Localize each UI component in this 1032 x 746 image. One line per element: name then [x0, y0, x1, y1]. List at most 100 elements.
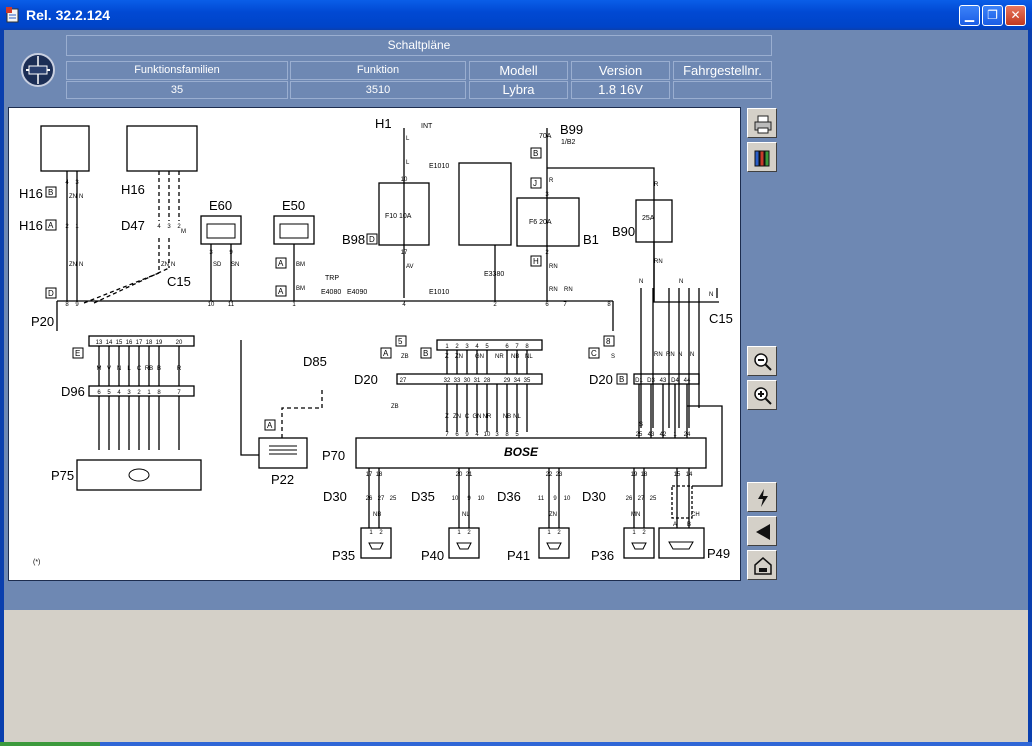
zoom-in-icon: [754, 387, 772, 405]
label-p36: P36: [591, 548, 614, 563]
pin-d96-top-6: 18: [146, 340, 153, 346]
label-d30-right: D30: [582, 489, 606, 504]
label-d96: D96: [61, 384, 85, 399]
wire-d96-7: B: [157, 366, 161, 372]
pin-d20-mid-4: 30: [464, 378, 471, 384]
wire-d96-8: R: [177, 366, 182, 372]
maximize-button[interactable]: ❐: [982, 5, 1003, 26]
label-d85: D85: [303, 354, 327, 369]
connector-b-b99: B: [533, 149, 538, 158]
window-title: Rel. 32.2.124: [26, 7, 111, 23]
wire-r-1: R: [549, 178, 554, 184]
pin-d96-mid-8: 7: [177, 390, 181, 396]
column-label-vin: Fahrgestellnr.: [673, 61, 772, 80]
column-label-families: Funktionsfamilien: [66, 61, 288, 80]
label-p75: P75: [51, 468, 74, 483]
label-e1010-b: E1010: [429, 289, 449, 296]
title-bar[interactable]: Rel. 32.2.124 ▁ ❐ ✕: [0, 0, 1032, 30]
pin-d20-mid-7: 29: [504, 378, 511, 384]
pin-p20-7: 2: [493, 302, 497, 308]
close-button[interactable]: ✕: [1005, 5, 1026, 26]
connector-a-e50-1: A: [278, 259, 284, 268]
zoom-in-button[interactable]: [747, 380, 777, 410]
connector-d-b98: D: [369, 235, 375, 244]
pin-d20-top-1: 1: [445, 344, 449, 350]
label-e60: E60: [209, 198, 232, 213]
pin-p70-6: 3: [495, 432, 499, 438]
back-arrow-icon: [756, 524, 770, 540]
connector-8: 8: [606, 337, 611, 346]
pin-d36-1: 11: [538, 496, 545, 502]
electrical-button[interactable]: [747, 482, 777, 512]
pin-d20-top-6: 6: [505, 344, 509, 350]
zoom-out-button[interactable]: [747, 346, 777, 376]
wire-av: AV: [406, 264, 414, 270]
wire-rn-1: RN: [549, 264, 558, 270]
pin-d20-top-2: 2: [455, 344, 459, 350]
wire-n-5: N: [679, 279, 683, 285]
wire-s-1: S: [611, 354, 615, 360]
label-d35: D35: [411, 489, 435, 504]
label-h16-low: H16: [19, 218, 43, 233]
connector-a-p22: A: [267, 421, 273, 430]
pin-p70-10: 43: [648, 432, 655, 438]
binders-button[interactable]: [747, 142, 777, 172]
value-families: 35: [66, 81, 288, 99]
wire-sn: SN: [231, 262, 239, 268]
clock-display-icon: [206, 223, 236, 239]
pin-d96-mid-1: 6: [97, 390, 101, 396]
pin-h16-2: 3: [75, 180, 79, 186]
back-button[interactable]: [747, 516, 777, 546]
wire-zn-4: ZN: [455, 354, 463, 360]
pin-d96-top-2: 14: [106, 340, 113, 346]
wire-n-2: N: [79, 262, 83, 268]
pin-b98-1: 10: [401, 177, 408, 183]
label-fuse-b90: 25A: [642, 215, 655, 222]
wire-r-2: R: [654, 182, 659, 188]
wire-mn: MN: [631, 512, 640, 518]
pin-p40-1: 1: [457, 530, 461, 536]
h16-relay-block: [40, 125, 90, 172]
status-area: [4, 610, 1028, 742]
wire-m-1: M: [181, 229, 186, 235]
pin-p70-1: 7: [445, 432, 449, 438]
wire-d96-3: N: [117, 366, 121, 372]
wiring-diagram[interactable]: H16 H16 H16 D47 E60 E50 C15 H1 B98 B99 B…: [8, 107, 741, 581]
label-b90: B90: [612, 224, 635, 239]
pin-d36-3: 10: [564, 496, 571, 502]
wire-sd: SD: [213, 262, 222, 268]
label-b98: B98: [342, 232, 365, 247]
connector-a-e50-2: A: [278, 287, 284, 296]
pin-d30r-2: 27: [638, 496, 645, 502]
pin-p70-7: 8: [505, 432, 509, 438]
pin-d96-mid-2: 5: [107, 390, 111, 396]
pin-d96-mid-7: 8: [157, 390, 161, 396]
pin-p20-1: 8: [65, 302, 69, 308]
pin-d47-2: 3: [167, 224, 171, 230]
pin-d96-mid-4: 3: [127, 390, 131, 396]
pin-d30r-3: 25: [650, 496, 657, 502]
wire-n-6: N: [709, 292, 713, 298]
label-d36: D36: [497, 489, 521, 504]
pin-p70b-7: 19: [631, 472, 638, 478]
antenna-module-icon: [269, 445, 297, 455]
window-border-right: [1028, 30, 1032, 746]
print-button[interactable]: [747, 108, 777, 138]
pin-p20-9: 7: [563, 302, 567, 308]
wire-d20-zn: ZN: [453, 414, 461, 420]
speaker-p36-icon: [631, 542, 647, 550]
pin-d47-1: 4: [157, 224, 161, 230]
pin-d20r-2: D3: [647, 378, 655, 384]
connector-a-h16: A: [48, 221, 54, 230]
cd-changer-icon: [128, 468, 150, 482]
wire-zn-5: ZN: [549, 512, 557, 518]
label-e3380: E3380: [484, 271, 504, 278]
minimize-icon: ▁: [964, 8, 975, 22]
pin-d30l-1: 26: [366, 496, 373, 502]
pin-p70-9: 25: [636, 432, 643, 438]
start-button[interactable]: [0, 742, 100, 746]
minimize-button[interactable]: ▁: [959, 5, 980, 26]
home-button[interactable]: [747, 550, 777, 580]
pin-d36-2: 9: [553, 496, 557, 502]
column-label-model: Modell: [469, 61, 568, 80]
